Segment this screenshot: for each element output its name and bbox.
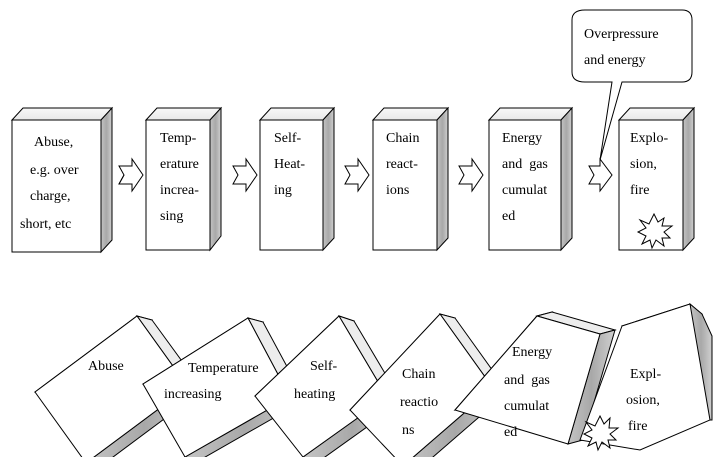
arrow-right-icon — [588, 157, 613, 193]
top-box-explosion: Explo-sion,fire — [617, 106, 696, 252]
domino-self-heating-label: Self-heating — [294, 359, 338, 402]
arrow-right-icon — [458, 157, 484, 193]
arrow-right-icon — [232, 157, 258, 193]
arrow-right-icon — [344, 157, 370, 193]
domino-abuse-label: Abuse — [88, 359, 124, 374]
explosion-starburst-icon — [582, 414, 620, 452]
top-box-explosion-label: Explo-sion,fire — [630, 131, 668, 198]
arrow-right-icon — [118, 157, 144, 193]
top-flow-arrows — [118, 157, 613, 193]
domino-explosion: Expl-osion,fire — [579, 302, 713, 452]
domino-explosion-label: Expl-osion,fire — [626, 367, 661, 434]
explosion-starburst-icon — [636, 212, 674, 250]
top-box-self-heating: Self-Heat-ing — [258, 106, 336, 252]
top-box-self-heating-label: Self-Heat-ing — [274, 131, 305, 198]
